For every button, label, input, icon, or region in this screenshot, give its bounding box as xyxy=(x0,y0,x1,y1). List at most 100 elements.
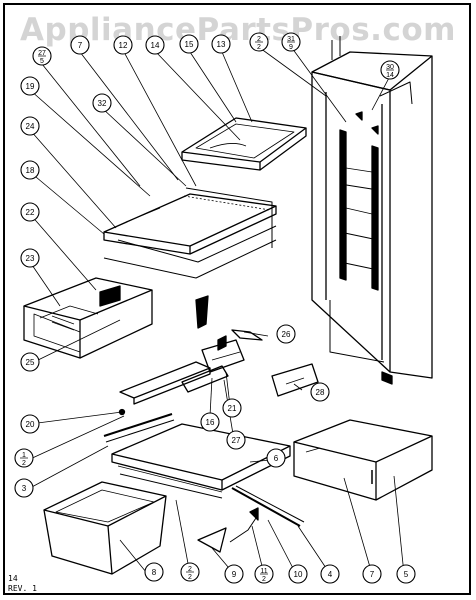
callout-c31: 319 xyxy=(281,32,301,52)
callout-c1: 12 xyxy=(14,448,34,468)
callout-number: 12 xyxy=(119,41,128,50)
leader-lines xyxy=(27,47,405,575)
cabinet-outline xyxy=(311,36,433,385)
callout-subnumber: 14 xyxy=(386,72,394,79)
crisper-cover xyxy=(103,187,277,279)
callout-c27a: 275 xyxy=(32,46,52,66)
right-drawer xyxy=(293,419,433,501)
callout-number: 18 xyxy=(26,166,35,175)
callout-subnumber: 9 xyxy=(289,44,293,51)
callout-number: 25 xyxy=(26,358,35,367)
callout-subnumber: 2 xyxy=(257,44,261,51)
callout-circle xyxy=(222,398,242,418)
callout-subnumber: 2 xyxy=(22,460,26,467)
callout-c7b: 7 xyxy=(362,564,382,584)
callout-number: 26 xyxy=(282,330,291,339)
slide-rails xyxy=(197,485,305,553)
callout-c7a: 7 xyxy=(70,35,90,55)
page-number: 14 xyxy=(8,574,18,583)
callout-c18: 18 xyxy=(20,160,40,180)
callout-number: 22 xyxy=(26,208,35,217)
callout-number: 9 xyxy=(232,570,237,579)
callout-subnumber: 5 xyxy=(40,58,44,65)
callout-number: 14 xyxy=(151,41,160,50)
callout-circle xyxy=(20,76,40,96)
callout-circle xyxy=(226,430,246,450)
callout-number: 19 xyxy=(26,82,35,91)
callout-circle xyxy=(266,448,286,468)
callout-number: 15 xyxy=(185,40,194,49)
callout-c28: 28 xyxy=(310,382,330,402)
revision-label: REV. 1 xyxy=(8,584,37,593)
callout-circle xyxy=(276,324,296,344)
callout-c25: 25 xyxy=(20,352,40,372)
callout-c21: 21 xyxy=(222,398,242,418)
callout-c26: 26 xyxy=(276,324,296,344)
callout-circle xyxy=(179,34,199,54)
callout-subnumber: 2 xyxy=(188,574,192,581)
callout-c8: 8 xyxy=(144,562,164,582)
callout-circle xyxy=(362,564,382,584)
meat-keeper-cover xyxy=(103,413,291,499)
callout-circle xyxy=(145,35,165,55)
callout-circle xyxy=(200,412,220,432)
callout-circle xyxy=(224,564,244,584)
callout-c5: 5 xyxy=(396,564,416,584)
callout-circle xyxy=(396,564,416,584)
callout-c24: 24 xyxy=(20,116,40,136)
callout-circle xyxy=(310,382,330,402)
callout-c2b: 22 xyxy=(180,562,200,582)
callout-number: 7 xyxy=(370,570,375,579)
callout-circle xyxy=(288,564,308,584)
callout-number: 2 xyxy=(257,36,261,43)
callout-number: 2 xyxy=(188,566,192,573)
callout-subnumber: 2 xyxy=(262,576,266,583)
callout-number: 1 xyxy=(22,452,26,459)
meat-keeper-drawer xyxy=(43,481,167,575)
diagram-frame xyxy=(3,3,471,595)
upper-shelf xyxy=(181,117,307,171)
callout-number: 7 xyxy=(78,41,83,50)
callout-circle xyxy=(320,564,340,584)
callout-number: 27 xyxy=(38,50,46,57)
callout-c2a: 22 xyxy=(249,32,269,52)
callout-number: 16 xyxy=(206,418,215,427)
callout-number: 30 xyxy=(386,64,394,71)
callout-number: 23 xyxy=(26,254,35,263)
callout-c20: 20 xyxy=(20,414,40,434)
callout-c13: 13 xyxy=(211,34,231,54)
callout-circle xyxy=(70,35,90,55)
control-assembly xyxy=(118,295,319,416)
callout-circle xyxy=(211,34,231,54)
callout-circle xyxy=(92,93,112,113)
callout-number: 5 xyxy=(404,570,409,579)
callout-c12: 12 xyxy=(113,35,133,55)
callout-c11: 112 xyxy=(254,564,274,584)
callout-number: 3 xyxy=(22,484,27,493)
callout-number: 20 xyxy=(26,420,35,429)
callout-number: 27 xyxy=(232,436,241,445)
crisper-drawer-left xyxy=(23,277,153,359)
callout-c19: 19 xyxy=(20,76,40,96)
callout-c22: 22 xyxy=(20,202,40,222)
callout-circle xyxy=(20,202,40,222)
callout-number: 28 xyxy=(316,388,325,397)
callout-c32: 32 xyxy=(92,93,112,113)
callout-c9: 9 xyxy=(224,564,244,584)
callout-circle xyxy=(20,160,40,180)
callout-circle xyxy=(144,562,164,582)
callout-number: 21 xyxy=(228,404,237,413)
callout-c3: 3 xyxy=(14,478,34,498)
callout-c27b: 27 xyxy=(226,430,246,450)
callout-c23: 23 xyxy=(20,248,40,268)
callout-circle xyxy=(113,35,133,55)
callout-number: 4 xyxy=(328,570,333,579)
callout-number: 8 xyxy=(152,568,157,577)
callout-circle xyxy=(20,414,40,434)
callout-number: 24 xyxy=(26,122,35,131)
callout-circle xyxy=(20,352,40,372)
callout-c6: 6 xyxy=(266,448,286,468)
